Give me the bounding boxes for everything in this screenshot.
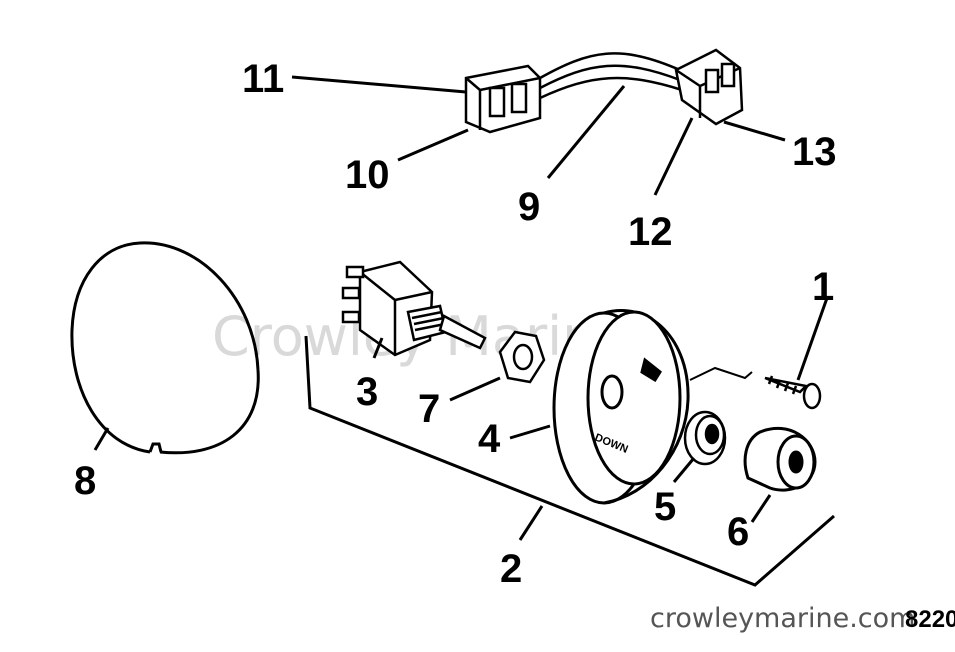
wire-harness: [464, 48, 744, 134]
callout-13: 13: [792, 130, 837, 174]
footer-code: 8220: [905, 606, 955, 633]
callout-7: 7: [418, 387, 440, 431]
callout-5: 5: [654, 485, 676, 529]
hex-nut: [498, 330, 546, 384]
screw: [764, 375, 822, 410]
toggle-switch: [341, 260, 487, 357]
gasket-ring: [70, 241, 260, 455]
callout-12: 12: [628, 210, 673, 254]
leader-lines: [93, 75, 829, 541]
callout-1: 1: [812, 265, 834, 309]
dial-housing: [552, 309, 690, 505]
callout-3: 3: [356, 370, 378, 414]
callout-8: 8: [74, 459, 96, 503]
footer-site: crowleymarine.com: [650, 603, 915, 634]
bracket-2: [304, 335, 835, 587]
callout-6: 6: [727, 510, 749, 554]
knob-cap: [743, 426, 817, 492]
callout-11: 11: [242, 57, 284, 101]
callout-labels: 11 10 9 12 13 1 3 7 4 5 6 8 2: [74, 57, 837, 591]
callout-4: 4: [478, 417, 501, 461]
callout-10: 10: [345, 153, 390, 197]
callout-2: 2: [500, 547, 522, 591]
screw-leader: [689, 366, 753, 381]
callout-9: 9: [518, 185, 540, 229]
bushing-nut: [683, 410, 727, 466]
